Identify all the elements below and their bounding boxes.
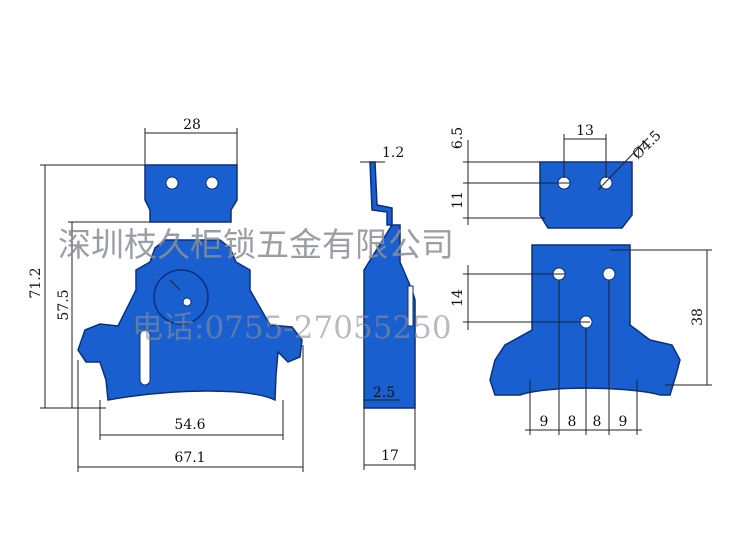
front-mount-hole-right — [205, 176, 219, 190]
dim-top-offset: 6.5 — [450, 127, 466, 149]
front-mount-hole-left — [165, 176, 179, 190]
dim-bottom-4: 9 — [619, 414, 628, 430]
dim-bottom-1: 9 — [540, 414, 549, 430]
front-top-plate — [144, 164, 238, 223]
front-lock-dial — [153, 269, 209, 325]
dim-hole-spacing: 13 — [576, 123, 594, 139]
dim-bottom-2: 8 — [568, 414, 577, 430]
dim-body-height: 57.5 — [56, 289, 72, 320]
side-slot — [407, 285, 414, 327]
dim-lower-height: 38 — [690, 308, 706, 326]
front-view: 28 71.2 57.5 54.6 67.1 — [28, 117, 304, 472]
dim-overall-height: 71.2 — [28, 267, 44, 298]
watermark-phone: 电话:0755-27055250 — [132, 310, 452, 346]
back-top-plate — [539, 161, 633, 229]
dim-mid-spacing: 14 — [450, 289, 466, 307]
back-top-hole-right — [599, 176, 613, 190]
front-lock-key-slot — [169, 279, 181, 291]
dim-base-height: 2.5 — [373, 385, 395, 401]
watermark-company: 深圳枝久柜锁五金有限公司 — [58, 225, 454, 264]
dim-top-width: 28 — [183, 117, 201, 133]
dim-inner-width: 54.6 — [174, 417, 205, 433]
dim-overall-width: 67.1 — [174, 450, 205, 466]
front-slot — [139, 329, 151, 386]
front-lock-hole — [182, 297, 192, 307]
dim-thickness: 1.2 — [382, 145, 404, 161]
dim-hole-diameter: Ø4.5 — [630, 128, 665, 163]
side-clip — [369, 161, 393, 226]
dim-bottom-3: 8 — [593, 414, 602, 430]
side-view: 1.2 2.5 17 — [360, 145, 416, 470]
back-mid-hole-right — [602, 267, 616, 281]
dim-depth: 17 — [381, 448, 399, 464]
dim-top-spacing: 11 — [450, 191, 466, 209]
back-view: 13 Ø4.5 6.5 11 14 38 9 8 8 9 — [450, 123, 712, 435]
